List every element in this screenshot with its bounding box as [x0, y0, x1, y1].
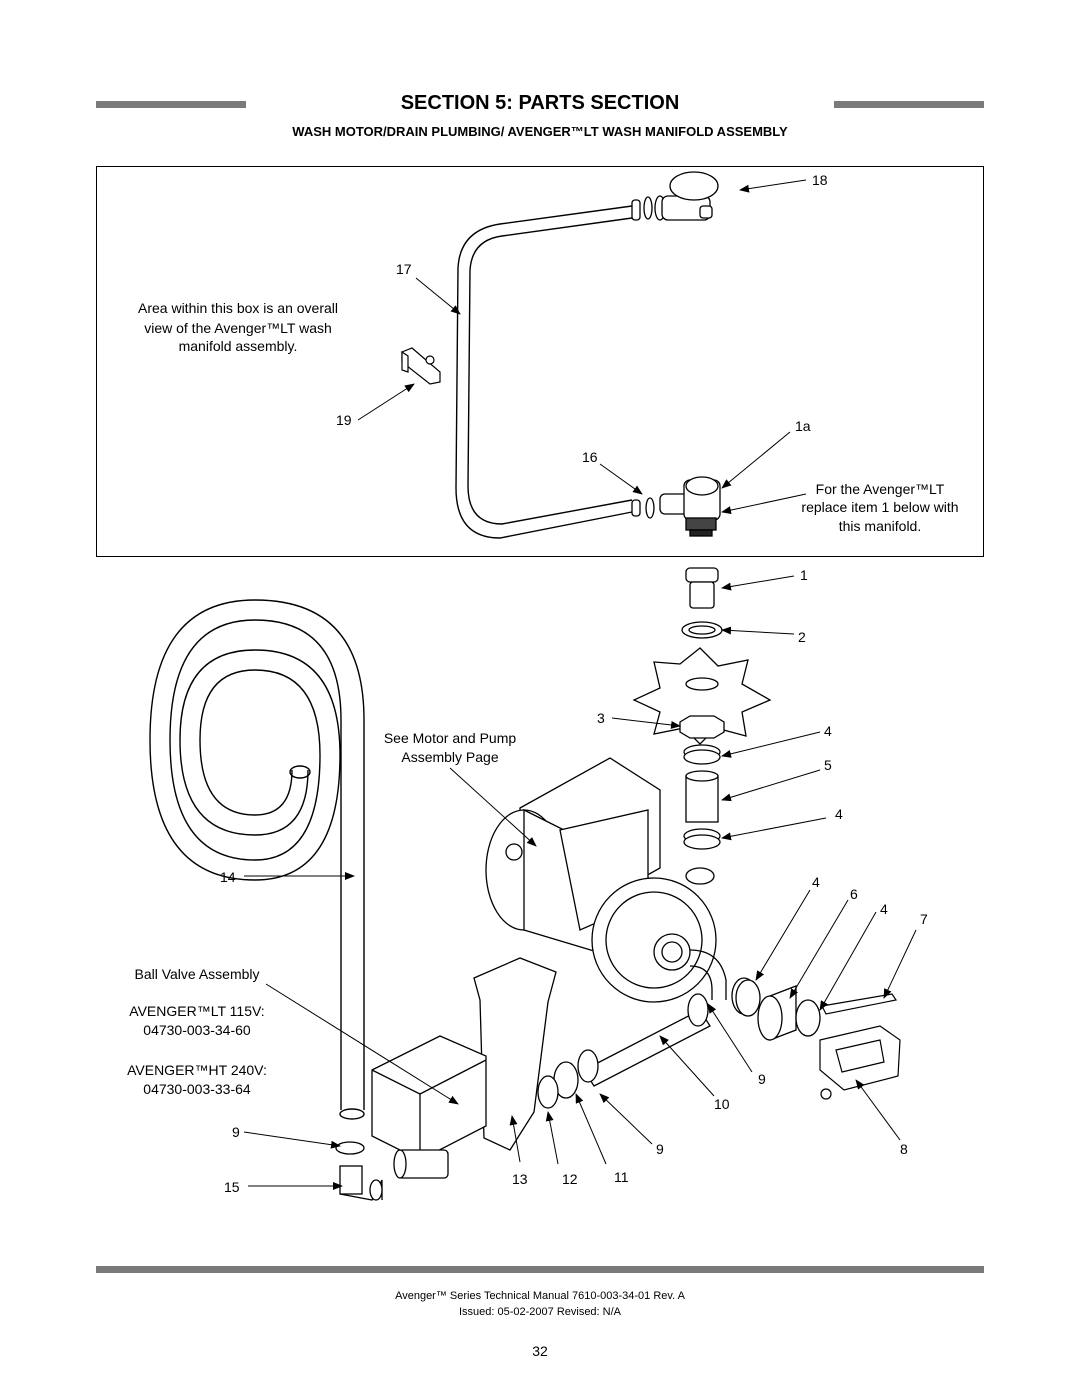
leader-9b	[599, 1093, 653, 1145]
bracket-part-19	[401, 347, 441, 385]
leader-4a	[721, 731, 821, 758]
manifold-bottom-fitting	[631, 476, 721, 537]
callout-11: 11	[614, 1169, 629, 1185]
leader-9c	[243, 1131, 341, 1149]
callout-4a: 4	[824, 723, 832, 739]
inset-note-line1: Area within this box is an overall	[138, 300, 338, 316]
section-title: SECTION 5: PARTS SECTION	[400, 92, 680, 114]
callout-14: 14	[220, 869, 236, 885]
callout-8: 8	[900, 1141, 908, 1157]
leader-4b	[721, 817, 827, 841]
callout-19: 19	[336, 412, 352, 428]
callout-6: 6	[850, 886, 858, 902]
inset-note-line3: manifold assembly.	[178, 338, 298, 354]
lt-part-number: 04730-003-34-60	[143, 1022, 251, 1038]
leader-motor	[449, 767, 537, 847]
callout-16: 16	[582, 449, 598, 465]
leader-replace	[721, 493, 807, 515]
leader-13	[509, 1115, 521, 1163]
drain-pipe-assembly	[537, 977, 821, 1109]
drain-outlet-7-8	[819, 993, 901, 1100]
callout-18: 18	[812, 172, 828, 188]
manifold-top-fitting	[631, 171, 719, 221]
callout-3: 3	[597, 710, 605, 726]
replace-note-line1: For the Avenger™LT	[815, 481, 945, 497]
leader-17	[415, 277, 461, 315]
header-rule-left	[96, 101, 246, 108]
leader-6	[789, 899, 849, 999]
ht-part-number: 04730-003-33-64	[143, 1081, 251, 1097]
callout-10: 10	[714, 1096, 730, 1112]
page-number: 32	[532, 1343, 548, 1359]
callout-4c: 4	[812, 874, 820, 890]
leader-7	[883, 929, 917, 999]
leader-1a	[721, 431, 791, 489]
manual-title: Avenger™ Series Technical Manual 7610-00…	[395, 1290, 685, 1302]
callout-2: 2	[798, 629, 806, 645]
replace-note-line2: replace item 1 below with	[801, 499, 959, 515]
assembly-subtitle: WASH MOTOR/DRAIN PLUMBING/ AVENGER™LT WA…	[292, 124, 788, 139]
callout-17: 17	[396, 261, 412, 277]
callout-4d: 4	[880, 901, 888, 917]
leader-2	[721, 626, 795, 635]
header-rule-right	[834, 101, 984, 108]
issue-date: Issued: 05-02-2007 Revised: N/A	[458, 1306, 622, 1318]
manifold-pipe	[455, 205, 633, 539]
manifold-inset-box	[96, 166, 984, 557]
footer-rule	[96, 1266, 984, 1273]
callout-7: 7	[920, 911, 928, 927]
leader-8	[855, 1079, 901, 1141]
ball-valve-assembly	[335, 957, 557, 1201]
leader-11	[575, 1093, 607, 1165]
leader-4d	[819, 911, 877, 1011]
leader-10	[659, 1035, 715, 1097]
callout-1a: 1a	[795, 418, 811, 434]
wash-motor	[485, 757, 727, 1003]
callout-9b: 9	[656, 1141, 664, 1157]
leader-9a	[707, 1003, 753, 1073]
stack-parts	[632, 567, 772, 850]
callout-1: 1	[800, 567, 808, 583]
leader-4c	[755, 889, 811, 981]
leader-1	[721, 575, 795, 591]
callout-9a: 9	[758, 1071, 766, 1087]
leader-3	[611, 717, 681, 729]
leader-ball-valve	[265, 983, 459, 1105]
callout-13: 13	[512, 1171, 528, 1187]
motor-note-line1: See Motor and Pump	[383, 730, 517, 746]
callout-9c: 9	[232, 1124, 240, 1140]
leader-19	[357, 383, 415, 421]
motor-note-line2: Assembly Page	[401, 749, 499, 765]
replace-note-line3: this manifold.	[838, 518, 922, 534]
leader-18	[739, 179, 807, 193]
lt-model-label: AVENGER™LT 115V:	[129, 1003, 265, 1019]
callout-4b: 4	[835, 806, 843, 822]
ht-model-label: AVENGER™HT 240V:	[127, 1062, 267, 1078]
ball-valve-label: Ball Valve Assembly	[134, 966, 260, 982]
inset-note-line2: view of the Avenger™LT wash	[144, 320, 332, 336]
callout-5: 5	[824, 757, 832, 773]
leader-5	[721, 769, 821, 802]
drain-hose-14	[149, 599, 365, 1120]
leader-12	[545, 1111, 559, 1165]
callout-12: 12	[562, 1171, 578, 1187]
leader-16	[599, 463, 643, 495]
callout-15: 15	[224, 1179, 240, 1195]
